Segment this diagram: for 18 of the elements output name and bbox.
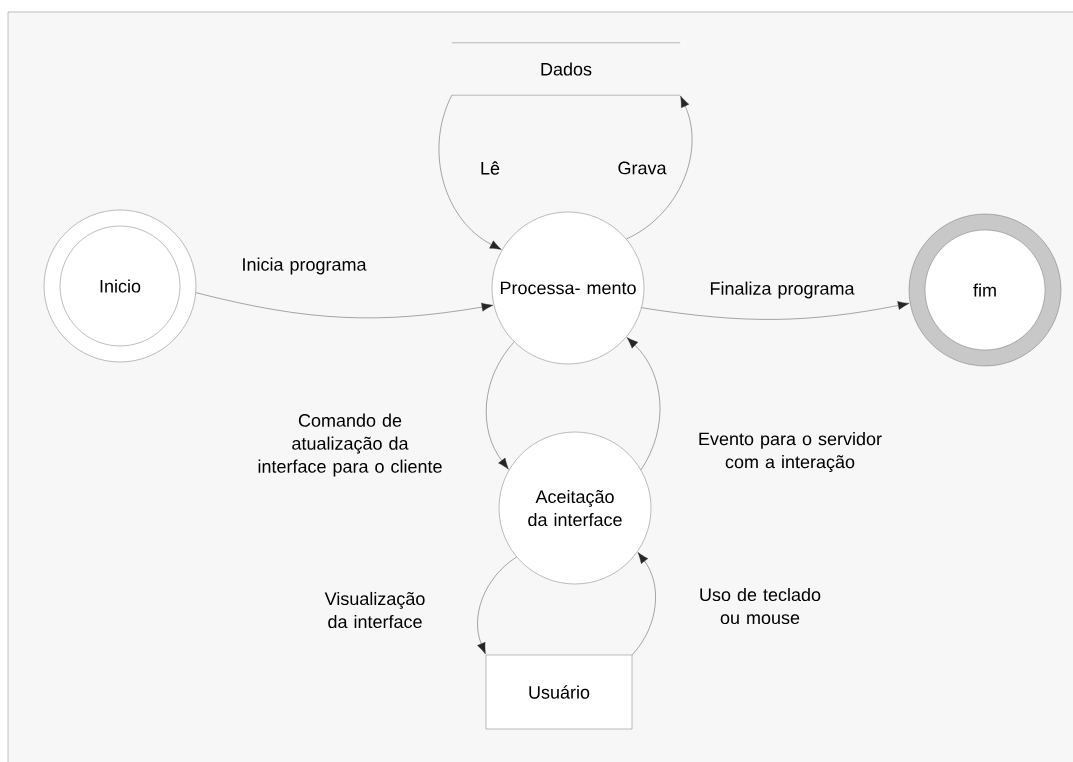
arrow: [626, 337, 661, 471]
arrow: [626, 95, 693, 240]
arrow: [632, 552, 656, 655]
edge-label: Visualização da interface: [324, 591, 425, 629]
edge-label: Comando de atualização da interface para o cliente: [258, 413, 442, 477]
external-entity-box: Usuário: [485, 654, 633, 730]
arrow: [486, 341, 515, 470]
arrow: [195, 292, 494, 319]
arrow: [641, 301, 910, 320]
edge-label: Finaliza programa: [710, 281, 855, 299]
arrow: [438, 95, 502, 250]
edge-label: Inicia programa: [243, 257, 367, 275]
edge-label: Evento para o servidor com a interação: [699, 432, 882, 472]
edge-label: Grava: [618, 161, 667, 175]
edge-label: Uso de teclado ou mouse: [700, 587, 821, 625]
arrow: [477, 556, 517, 655]
edge-label: Lê: [481, 161, 500, 175]
data-store: Dados: [451, 42, 681, 96]
